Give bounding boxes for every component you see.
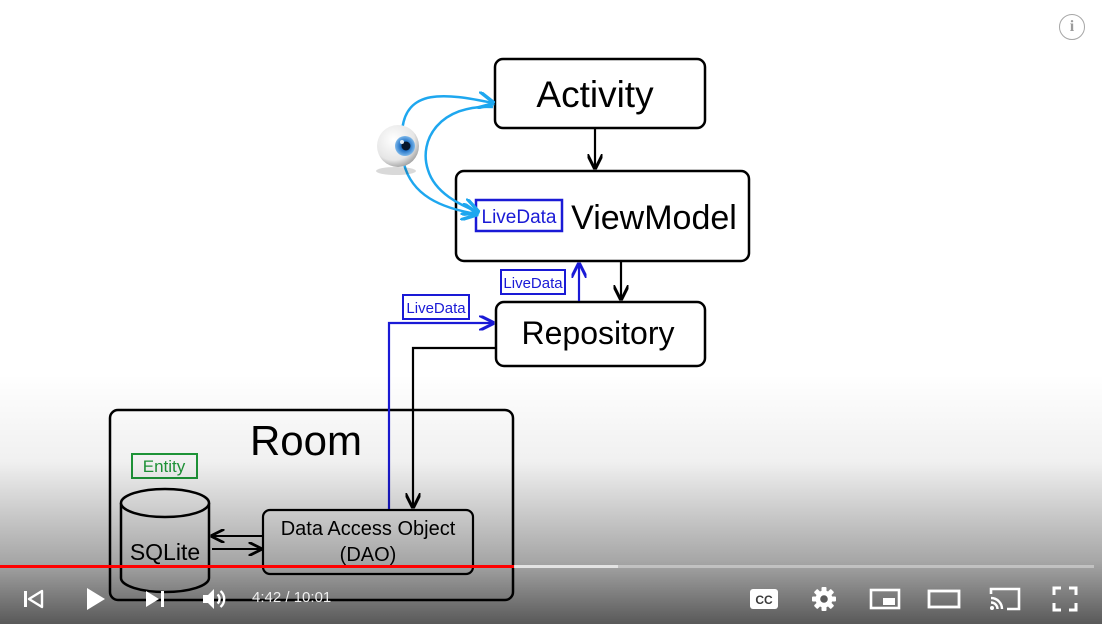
cast-icon[interactable] bbox=[988, 584, 1022, 614]
viewmodel-box bbox=[454, 169, 751, 263]
repository-label: Repository bbox=[522, 315, 675, 351]
time-separator: / bbox=[285, 589, 290, 606]
duration: 10:01 bbox=[293, 589, 332, 606]
current-time: 4:42 bbox=[252, 589, 282, 606]
cc-icon[interactable]: CC bbox=[748, 584, 780, 614]
viewmodel-livedata-label: LiveData bbox=[482, 207, 557, 228]
dao-label-line1: Data Access Object bbox=[281, 518, 456, 540]
skip-previous-icon[interactable] bbox=[18, 584, 48, 614]
eye-icon bbox=[376, 125, 419, 175]
dao-repository-livedata-tag bbox=[402, 294, 470, 320]
skip-next-icon[interactable] bbox=[140, 584, 170, 614]
miniplayer-icon[interactable] bbox=[868, 584, 902, 614]
svg-text:CC: CC bbox=[755, 593, 773, 607]
activity-label: Activity bbox=[536, 74, 654, 115]
info-icon[interactable]: i bbox=[1059, 14, 1085, 40]
theater-mode-icon[interactable] bbox=[926, 584, 962, 614]
repository-viewmodel-livedata-label: LiveData bbox=[503, 275, 563, 292]
play-icon[interactable] bbox=[78, 584, 112, 614]
observe-arrow-livedata bbox=[402, 163, 477, 214]
progress-bar[interactable] bbox=[0, 565, 1094, 568]
progress-played bbox=[0, 565, 515, 568]
observe-arrow-activity-inner bbox=[424, 105, 494, 212]
time-display: 4:42 / 10:01 bbox=[252, 589, 331, 606]
dao-repository-livedata-label: LiveData bbox=[406, 300, 466, 317]
viewmodel-label: ViewModel bbox=[571, 199, 737, 237]
gear-icon[interactable] bbox=[808, 584, 840, 614]
arrow-dao-to-repository-livedata bbox=[387, 323, 493, 509]
sqlite-label: SQLite bbox=[130, 539, 200, 565]
volume-icon[interactable] bbox=[198, 584, 230, 614]
observe-arrow-activity-outer bbox=[400, 96, 493, 133]
repository-box bbox=[494, 300, 707, 368]
repository-viewmodel-livedata-tag bbox=[500, 269, 566, 295]
dao-label-line2: (DAO) bbox=[340, 544, 397, 566]
arrow-repository-to-dao bbox=[413, 346, 496, 507]
room-label: Room bbox=[250, 417, 362, 464]
player-controls: 4:42 / 10:01 CC bbox=[0, 576, 1102, 622]
fullscreen-icon[interactable] bbox=[1048, 584, 1082, 614]
entity-label: Entity bbox=[143, 457, 186, 476]
